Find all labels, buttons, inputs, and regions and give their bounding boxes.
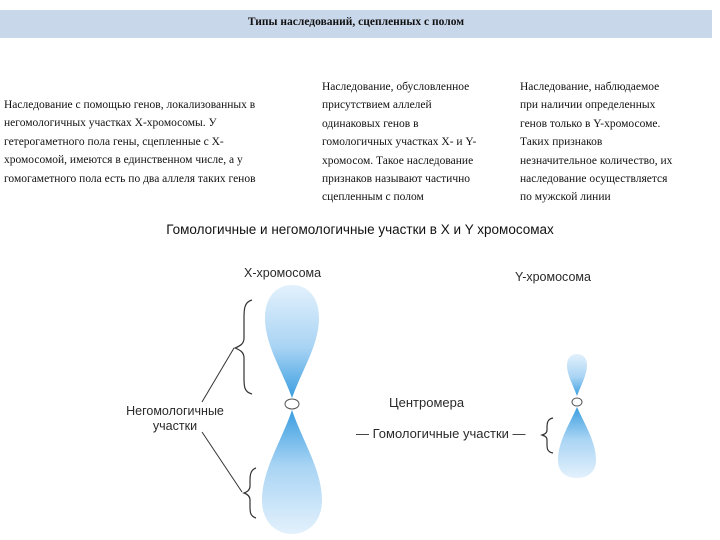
x-chromosome-label: Х-хромосома — [244, 266, 322, 280]
text-line: гетерогаметного пола гены, сцепленные с … — [4, 135, 224, 148]
centromere-label: Центромера — [389, 395, 465, 410]
pointer-line-upper — [201, 347, 235, 403]
x-centromere — [284, 398, 300, 410]
text-line: по мужской линии — [520, 191, 611, 204]
nonhomologous-label: Негомологичные участки — [126, 404, 224, 433]
column-y-linked: Наследование, наблюдаемое при наличии оп… — [520, 78, 672, 207]
text-line: гомогаметного пола есть по два аллеля та… — [4, 172, 256, 185]
text-line: незначительное количество, их — [520, 154, 673, 167]
text-line: генов только в Y-хромосоме. — [520, 117, 661, 130]
text-line: Таких признаков — [520, 136, 603, 149]
y-chromosome-label: Y-хромосома — [515, 270, 591, 284]
text-line: негомологичных участках Х-хромосомы. У — [4, 117, 217, 130]
homologous-label: — Гомологичные участки — — [356, 426, 526, 441]
text-line: признаков называют частично — [322, 173, 471, 186]
text-line: Наследование, обусловленное — [322, 81, 470, 93]
text-line: хромосом. Такое наследование — [322, 154, 474, 167]
text-line: сцепленным с полом — [322, 191, 424, 204]
diagram-title: Гомологичные и негомологичные участки в … — [166, 222, 554, 237]
text-line: гомологичных участках Х- и Y- — [322, 136, 477, 149]
text-line: хромосомой, имеются в единственном числе… — [4, 154, 243, 167]
pointer-line-lower — [201, 431, 243, 493]
page-title: Типы наследований, сцепленных с полом — [247, 16, 465, 28]
header-bar — [0, 10, 712, 38]
column-x-linked: Наследование с помощью генов, локализова… — [4, 96, 256, 188]
brace-x-lower — [242, 467, 257, 519]
text-line: при наличии определенных — [520, 99, 656, 112]
brace-x-upper — [233, 299, 253, 395]
text-line: наследование осуществляется — [520, 173, 668, 186]
text-line: присутствием аллелей — [322, 99, 432, 112]
text-line: одинаковых генов в — [322, 117, 419, 130]
x-chromosome-upper-arm — [265, 285, 319, 398]
y-centromere — [571, 397, 583, 407]
column-partially-linked: Наследование, обусловленное присутствием… — [322, 78, 476, 207]
y-chromosome-upper-arm — [567, 354, 587, 396]
text-line: Наследование, наблюдаемое — [520, 81, 660, 93]
y-chromosome-lower-arm — [558, 407, 596, 478]
x-chromosome-lower-arm — [262, 410, 322, 534]
text-line: Наследование с помощью генов, локализова… — [4, 99, 256, 111]
brace-y — [540, 417, 554, 454]
